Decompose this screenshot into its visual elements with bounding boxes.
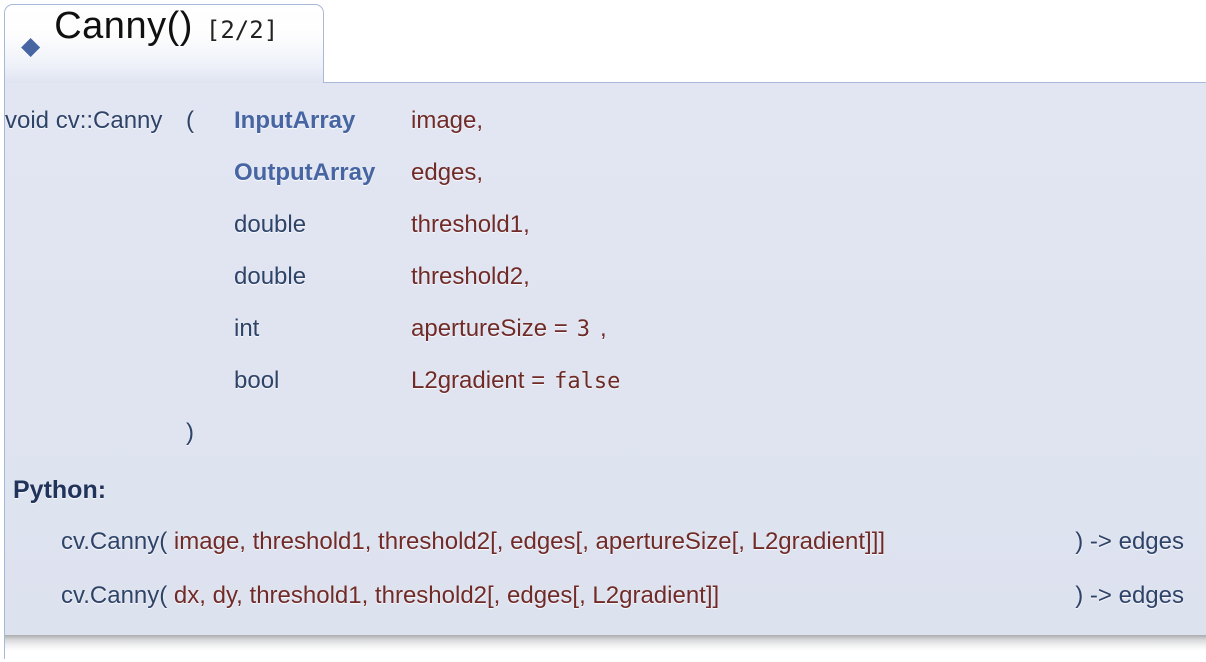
param-name: apertureSize = (411, 315, 568, 342)
param-row: bool L2gradient = false (5, 355, 630, 407)
param-type: double (234, 211, 307, 238)
closing-paren-row: ) (5, 407, 630, 459)
param-type-link[interactable]: InputArray (234, 107, 356, 134)
param-type-link[interactable]: OutputArray (234, 159, 376, 186)
python-section-label: Python: (13, 476, 107, 504)
close-paren: ) (186, 419, 194, 446)
function-prototype: void cv::Canny ( InputArray image, Outpu… (4, 82, 1206, 635)
param-row: void cv::Canny ( InputArray image, (5, 95, 630, 147)
param-name: edges, (411, 159, 484, 186)
param-type: bool (234, 367, 280, 394)
param-default-value: false (554, 369, 621, 394)
overload-badge: [2/2] (205, 16, 279, 44)
python-function-name: cv.Canny( (61, 528, 168, 555)
param-type: int (234, 315, 260, 342)
param-type: double (234, 263, 307, 290)
param-default-value: 3 (576, 317, 591, 342)
param-row: double threshold2, (5, 251, 630, 303)
member-doc-area (4, 635, 1206, 659)
function-title: Canny() (54, 5, 193, 47)
python-signature-line: cv.Canny( dx, dy, threshold1, threshold2… (5, 569, 1206, 623)
python-params: dx, dy, threshold1, threshold2[, edges[,… (167, 582, 720, 609)
param-suffix: , (600, 315, 607, 342)
param-name: threshold1, (411, 211, 530, 238)
open-paren: ( (186, 107, 194, 134)
permalink-diamond-icon[interactable]: ◆ (21, 31, 41, 60)
python-return: ) -> edges (1075, 582, 1184, 609)
signature-table: void cv::Canny ( InputArray image, Outpu… (5, 95, 630, 459)
param-row: int apertureSize = 3, (5, 303, 630, 355)
param-name: image, (411, 107, 484, 134)
member-title-tab: ◆ Canny() [2/2] (4, 4, 325, 83)
param-row: OutputArray edges, (5, 147, 630, 199)
python-function-name: cv.Canny( (61, 582, 168, 609)
python-signature-line: cv.Canny( image, threshold1, threshold2[… (5, 515, 1206, 569)
python-signatures: cv.Canny( image, threshold1, threshold2[… (5, 515, 1206, 623)
param-row: double threshold1, (5, 199, 630, 251)
return-and-name: void cv::Canny (5, 107, 163, 134)
python-params: image, threshold1, threshold2[, edges[, … (167, 528, 892, 555)
python-return: ) -> edges (1075, 528, 1184, 555)
param-name: L2gradient = (411, 367, 546, 394)
param-name: threshold2, (411, 263, 530, 290)
